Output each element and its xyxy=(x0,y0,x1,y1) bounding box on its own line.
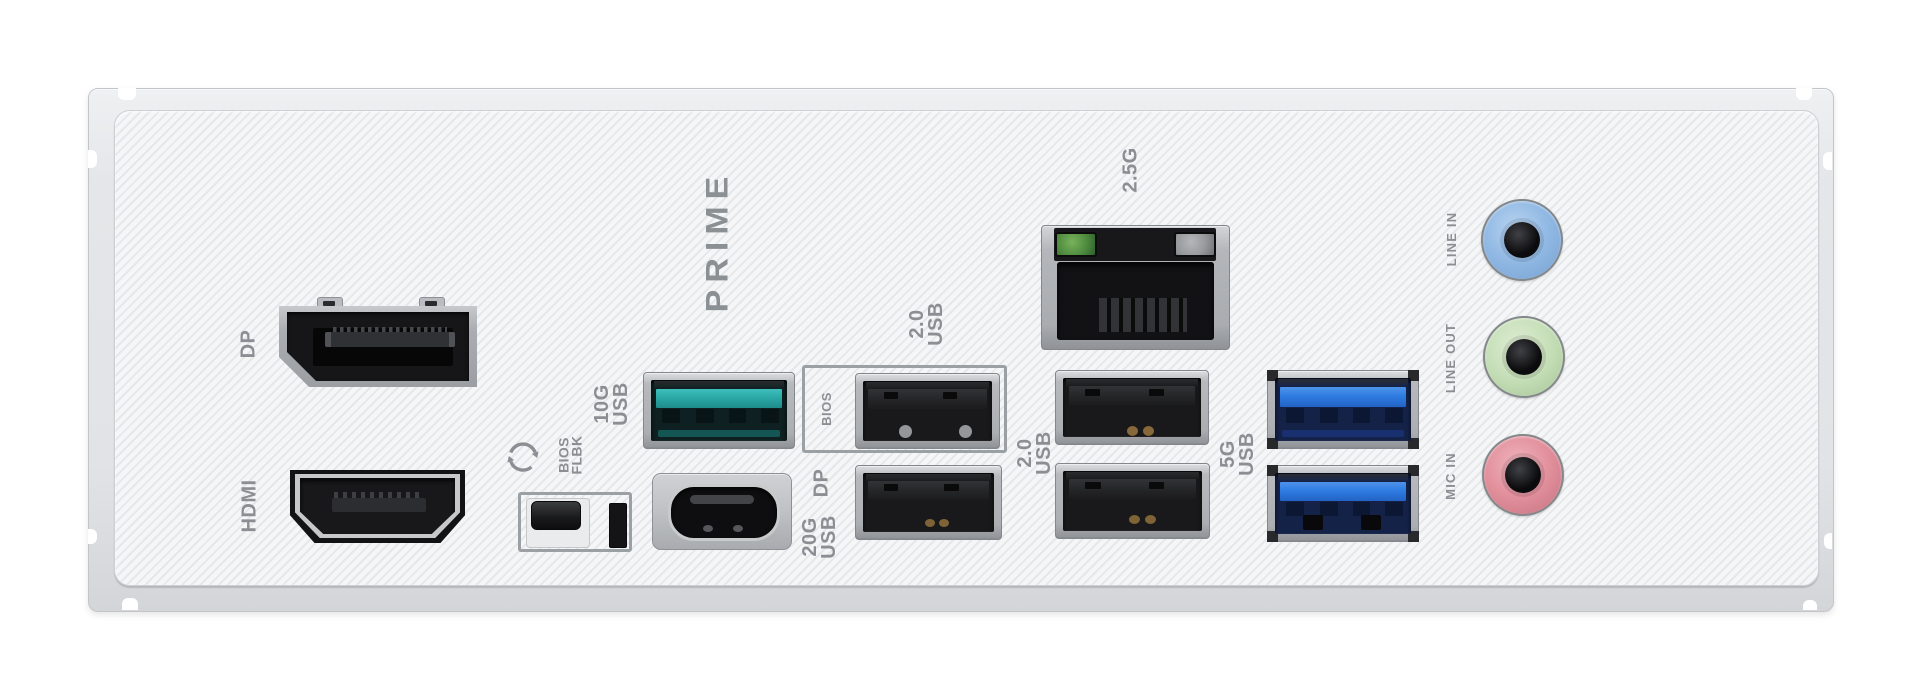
usb-c-slot xyxy=(690,495,754,504)
dp-label: DP xyxy=(237,329,260,359)
usb-connector xyxy=(651,380,787,441)
displayport-port xyxy=(279,297,477,387)
lan-led-green xyxy=(1055,232,1097,257)
line-in-jack xyxy=(1481,199,1563,281)
shield-notch-top-left xyxy=(118,88,136,100)
usb-black-port-bottom xyxy=(1055,463,1210,539)
usb-black-port-top xyxy=(1055,370,1209,445)
line-out-label: LINE OUT xyxy=(1442,322,1458,394)
usb-tongue xyxy=(656,388,782,409)
shield-notch-bottom-right xyxy=(1803,600,1817,610)
usb2-mid-label: 2.0 USB xyxy=(1014,431,1055,475)
usb-c-20g-port xyxy=(652,473,792,550)
hdmi-pin-strip xyxy=(332,492,426,512)
usb-5g-port-top xyxy=(1267,370,1419,449)
bios-flashback-refresh-icon xyxy=(507,442,539,472)
usb2-bios-port xyxy=(855,373,1000,449)
usb-c-dp-label: DP xyxy=(810,468,833,498)
jack-hole xyxy=(1504,222,1540,258)
rj45-pins xyxy=(1099,298,1187,332)
shield-notch-bottom-left xyxy=(122,598,138,610)
bios-flashback-button-box xyxy=(518,492,632,552)
jack-hole xyxy=(1505,457,1541,493)
dp-connector xyxy=(287,312,469,381)
line-in-label: LINE IN xyxy=(1443,211,1459,267)
usb-10g-port xyxy=(643,372,795,449)
dp-bracket xyxy=(279,306,477,387)
usb-10g-label: 10G USB xyxy=(591,382,632,426)
bios-port-outline-box xyxy=(802,365,1007,453)
mic-in-jack xyxy=(1482,434,1564,516)
bios-flashback-button xyxy=(531,501,581,530)
prime-logo: PRIME xyxy=(700,169,736,313)
dp-pin-strip xyxy=(325,327,455,347)
usb-c-20g-label: 20G USB xyxy=(799,515,840,559)
shield-notch-left-lower xyxy=(88,529,97,544)
jack-hole xyxy=(1506,339,1542,375)
hdmi-label: HDMI xyxy=(238,479,261,533)
flashback-led-slot xyxy=(609,503,627,548)
usb2-port xyxy=(855,465,1002,540)
shield-notch-top-right xyxy=(1796,88,1812,100)
mic-in-label: MIC IN xyxy=(1442,452,1458,500)
bios-port-label: BIOS xyxy=(818,392,834,426)
usb2-top-label: 2.0 USB xyxy=(906,302,947,346)
dp-pin-slot xyxy=(313,327,455,366)
usb-5g-label: 5G USB xyxy=(1217,432,1258,476)
usb-c-connector xyxy=(668,484,780,541)
shield-notch-left-upper xyxy=(88,150,97,168)
line-out-jack xyxy=(1483,316,1565,398)
hdmi-connector xyxy=(300,478,455,534)
hdmi-port xyxy=(290,470,465,543)
rj45-opening xyxy=(1057,262,1214,340)
lan-led-grey xyxy=(1174,232,1216,257)
shield-notch-right-upper xyxy=(1823,152,1832,170)
usb-5g-port-bottom xyxy=(1267,465,1419,542)
lan-port-2-5g xyxy=(1041,225,1230,350)
shield-notch-right-lower xyxy=(1824,533,1832,549)
bios-flashback-label: BIOS FLBK xyxy=(555,435,585,475)
lan-label: 2.5G xyxy=(1119,147,1142,193)
